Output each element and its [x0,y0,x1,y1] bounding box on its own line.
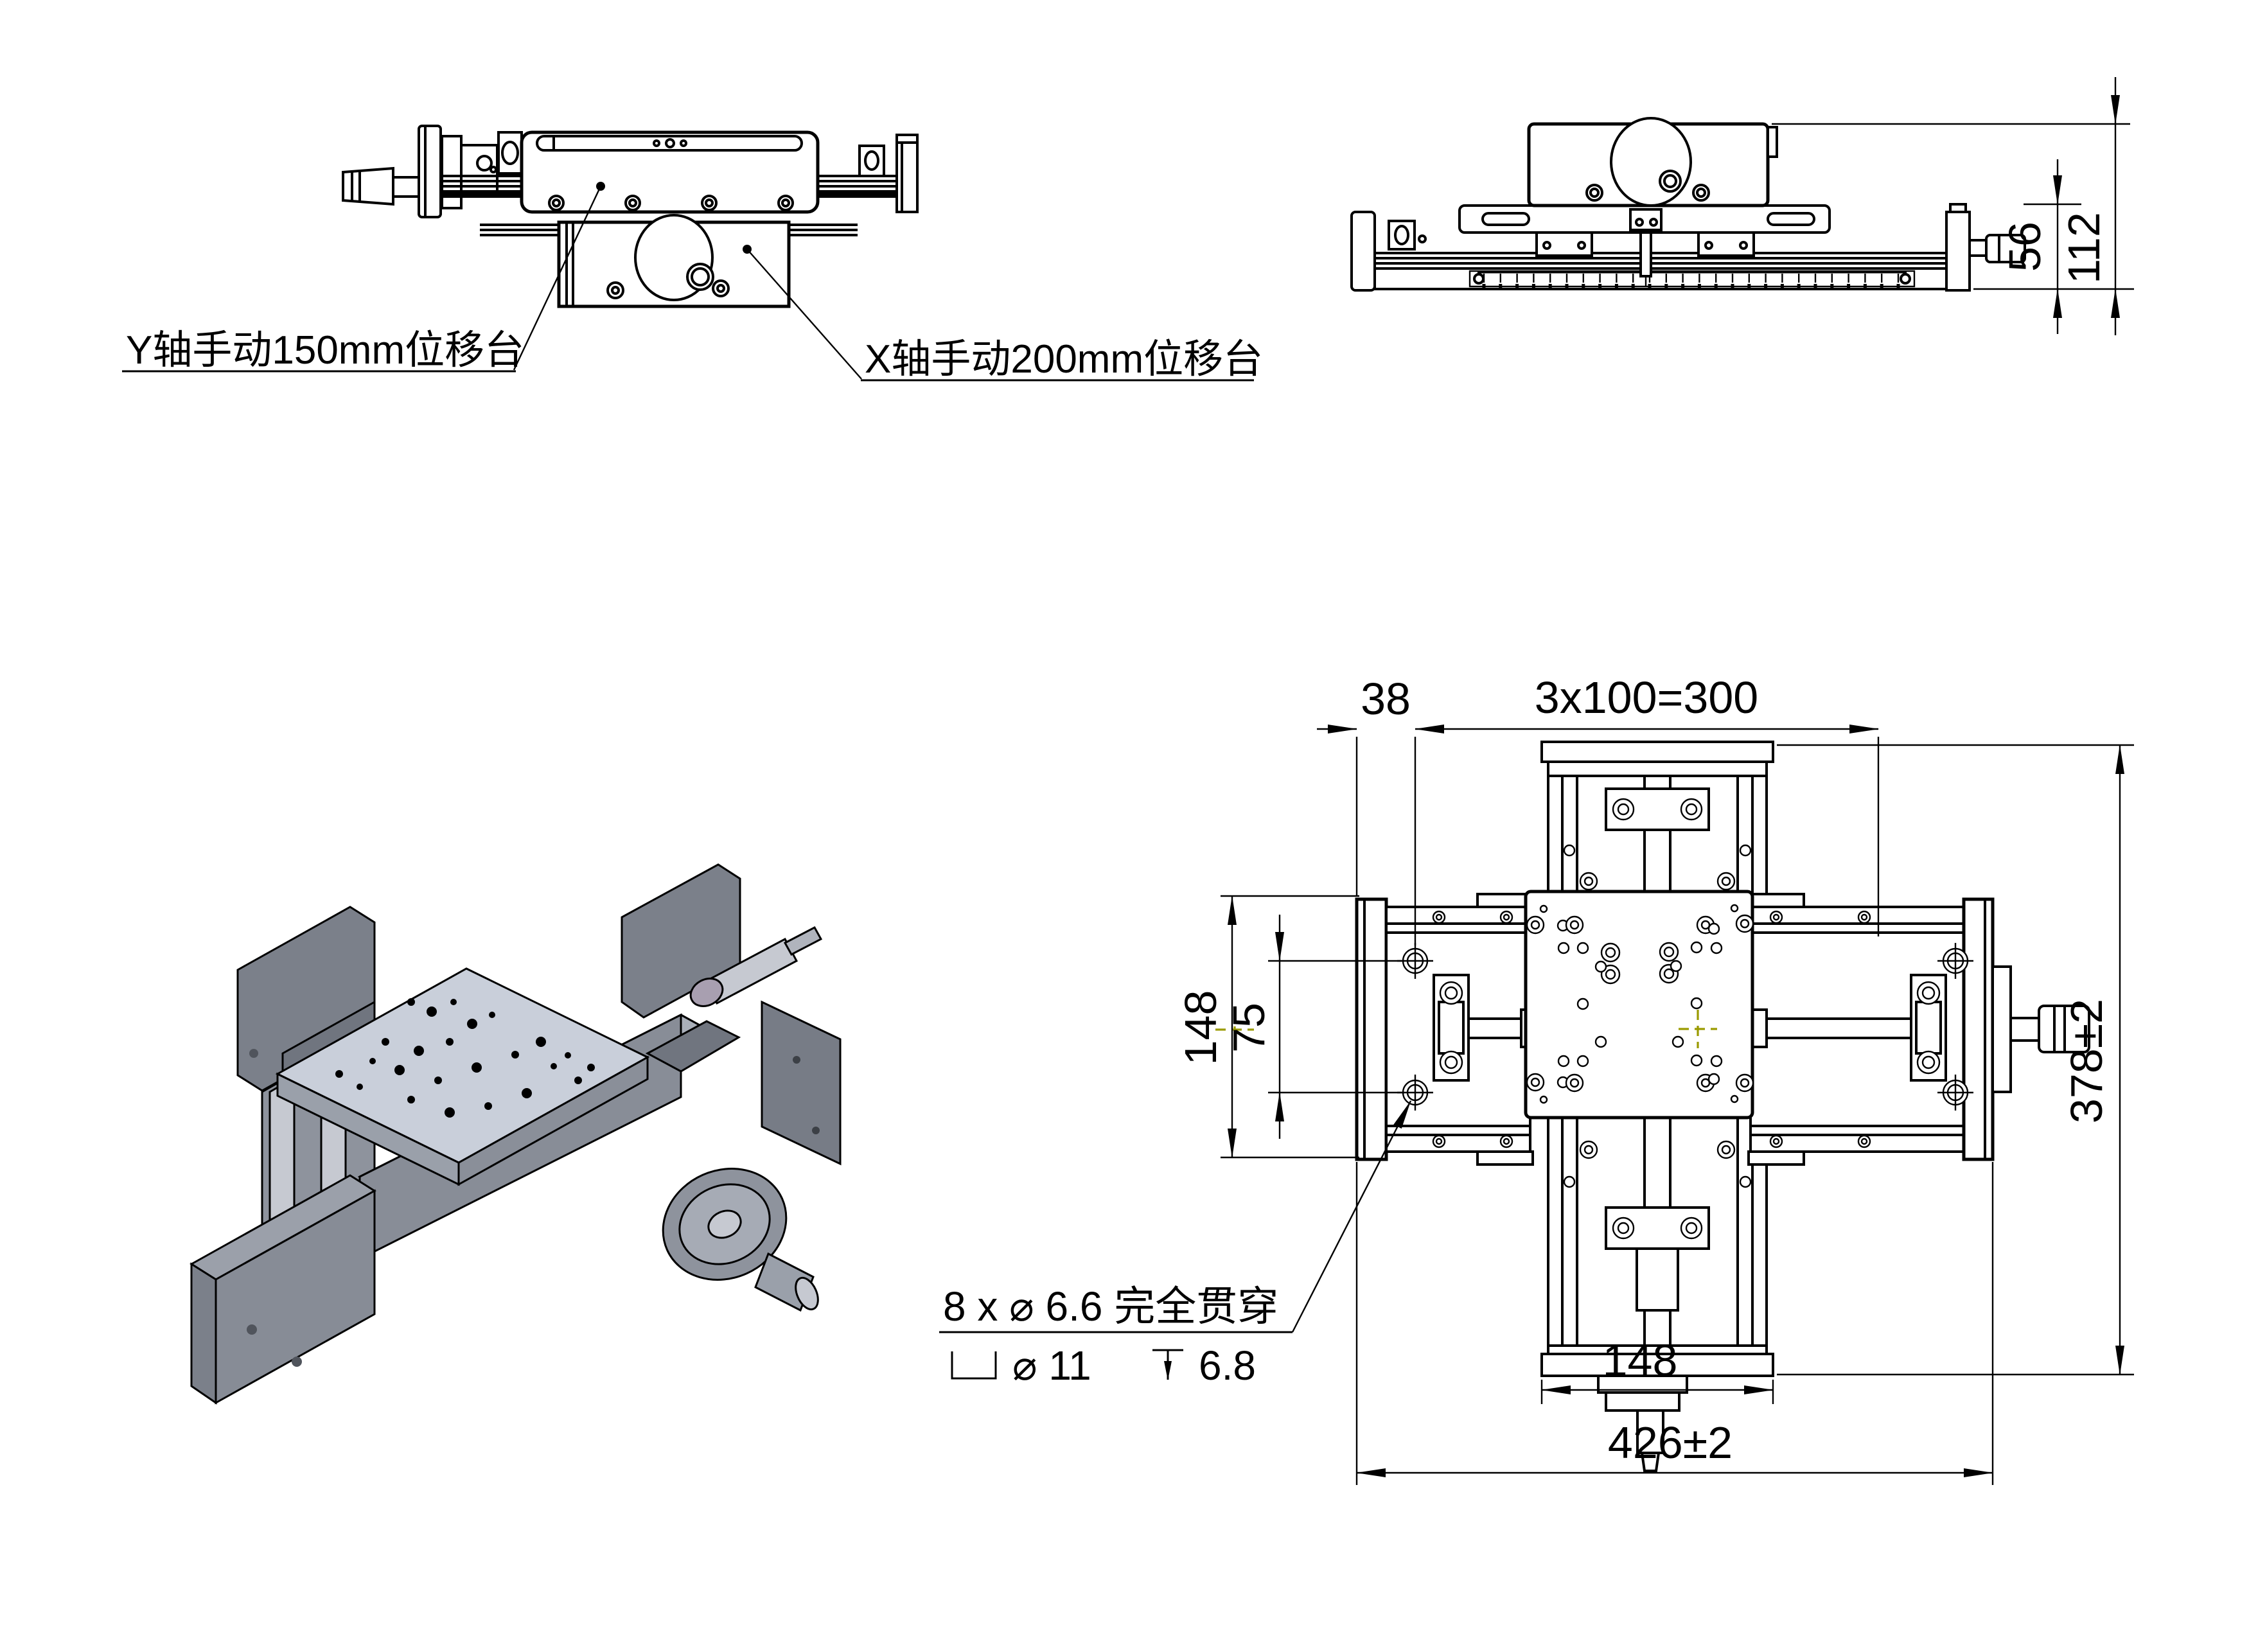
dim-426: 426±2 [1608,1418,1733,1468]
front-view: Y轴手动150mm位移台 X轴手动200mm位移台 [122,125,1263,382]
iso-front-end-plate [215,1189,376,1405]
front-micrometer-barrel [342,166,394,206]
note-cbore-dia: ⌀ 11 [1012,1342,1091,1389]
top-view: 38 3x100=300 148 75 378±2 148 426±2 8 x … [939,672,2134,1485]
side-handwheel-ellipse [1610,117,1692,207]
side-ruler-scale [1469,270,1916,288]
top-x-right-end-plate [1962,897,1995,1161]
side-knob-barrel [1985,234,2026,263]
front-rail-left [439,175,522,198]
top-view-screws [1402,798,1969,1240]
iso-front-plate-edge [190,1262,217,1405]
front-right-end-plate [895,134,919,213]
counterbore-symbol-icon [951,1351,997,1380]
iso-platform-top [275,967,650,1164]
iso-y-micrometer-tip [783,926,823,956]
note-line1: 8 x ⌀ 6.6 完全贯穿 [943,1283,1278,1330]
label-y-stage: Y轴手动150mm位移台 [126,328,524,373]
dim-148-bottom: 148 [1603,1335,1678,1385]
side-view-screws [1418,170,1911,285]
dim-378: 378±2 [2061,999,2112,1123]
isometric-view [190,863,842,1405]
dim-38: 38 [1361,674,1411,724]
counterbore-cross-lines [1397,943,1973,1111]
note-leader-arrow [1291,1100,1412,1333]
leader-line-y [513,186,602,371]
top-x-rail-left [1355,893,1537,1166]
front-micrometer-stem [392,176,420,198]
front-top-plate [520,130,820,214]
side-left-end-plate [1350,211,1376,292]
side-pointer-tab [1639,231,1652,277]
top-x-left-end-plate [1355,897,1388,1161]
side-view: 56 112 [1350,77,2134,335]
front-lower-rail [480,224,858,236]
depth-symbol-icon [1152,1349,1183,1380]
ruler-ticks [1482,274,1900,288]
front-rail-right [818,175,897,198]
side-knob-stem [1968,239,1988,257]
dim-75: 75 [1224,1003,1274,1053]
iso-link-bar [645,1020,741,1073]
side-right-end-plate [1945,211,1971,292]
note-cbore-depth: 6.8 [1199,1342,1256,1389]
top-x-rail-right [1747,893,2090,1166]
dim-56: 56 [2000,222,2050,272]
front-flange-plate [418,125,442,218]
iso-collar [689,978,724,1007]
dim-3x100: 3x100=300 [1535,672,1758,723]
top-knob-stem [2009,1017,2040,1042]
top-micrometer-barrel [1636,1409,1664,1454]
top-knob-bracket [1991,965,2012,1093]
dim-148-left: 148 [1176,990,1226,1066]
iso-platform-holes [335,998,595,1118]
top-y-micrometer-mount [1636,1247,1679,1312]
side-top-block-tab [1767,126,1778,158]
front-top-slot [536,135,803,152]
iso-right-plate [761,1000,842,1166]
top-dimensions: 38 3x100=300 148 75 378±2 148 426±2 [1176,672,2134,1485]
front-view-screws [476,138,794,299]
platform-holes [1526,904,1754,1104]
dim-112: 112 [2059,212,2109,284]
side-right-end-tab [1949,203,1967,213]
leader-line-x [746,249,862,380]
side-dimensions: 56 112 [1772,77,2134,335]
hole-note: 8 x ⌀ 6.6 完全贯穿 ⌀ 11 6.8 [939,1100,1412,1389]
label-x-stage: X轴手动200mm位移台 [865,337,1263,382]
